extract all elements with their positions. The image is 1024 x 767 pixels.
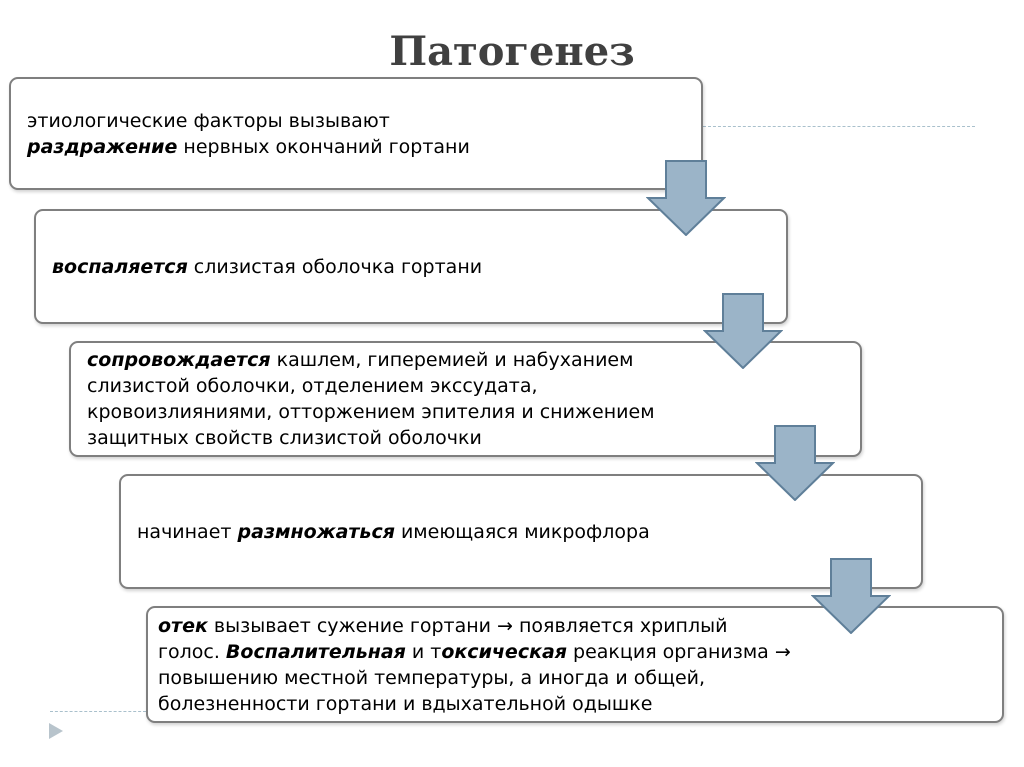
emphasis-text: оксическая <box>441 640 567 663</box>
emphasis-text: воспаляется <box>52 255 188 278</box>
emphasis-text: Воспалительная <box>225 640 406 663</box>
body-text: вызывает сужение гортани → появляется хр… <box>207 614 728 637</box>
step-box-1: этиологические факторы вызывают раздражен… <box>9 77 703 190</box>
step-text-2: воспаляется слизистая оболочка гортани <box>52 254 482 280</box>
step-text-3: сопровождается кашлем, гиперемией и набу… <box>87 347 655 451</box>
body-text: этиологические факторы вызывают <box>27 109 390 132</box>
down-arrow-icon <box>755 425 835 501</box>
step-box-3: сопровождается кашлем, гиперемией и набу… <box>69 341 862 457</box>
body-text: кровоизлияниями, отторжением эпителия и … <box>87 401 655 423</box>
body-text: реакция организма → <box>567 640 791 663</box>
top-dashed-rule <box>703 126 975 127</box>
emphasis-text: раздражение <box>27 135 178 158</box>
body-text: имеющаяся микрофлора <box>394 520 650 543</box>
down-arrow-icon <box>811 558 891 634</box>
body-text: кашлем, гиперемией и набуханием <box>270 349 634 371</box>
step-text-5: отек вызывает сужение гортани → появляет… <box>158 613 791 717</box>
step-box-5: отек вызывает сужение гортани → появляет… <box>146 606 1004 723</box>
body-text: повышению местной температуры, а иногда … <box>158 666 706 689</box>
down-arrow-icon <box>703 293 783 369</box>
body-text: и т <box>405 640 442 663</box>
step-text-1: этиологические факторы вызывают раздражен… <box>27 108 470 160</box>
page-title: Патогенез <box>389 28 635 75</box>
emphasis-text: отек <box>158 614 208 637</box>
body-text: голос. <box>158 640 226 663</box>
body-text: защитных свойств слизистой оболочки <box>87 427 482 449</box>
body-text: слизистой оболочки, отделением экссудата… <box>87 375 538 397</box>
play-triangle-icon <box>49 723 63 739</box>
step-text-4: начинает размножаться имеющаяся микрофло… <box>137 519 650 545</box>
emphasis-text: сопровождается <box>87 349 271 371</box>
body-text: начинает <box>137 520 238 543</box>
body-text: болезненности гортани и вдыхательной оды… <box>158 692 653 715</box>
down-arrow-icon <box>646 160 726 236</box>
bottom-dashed-rule <box>50 711 146 712</box>
step-box-4: начинает размножаться имеющаяся микрофло… <box>119 474 923 589</box>
body-text: нервных окончаний гортани <box>177 135 470 158</box>
emphasis-text: размножаться <box>237 520 395 543</box>
step-box-2: воспаляется слизистая оболочка гортани <box>34 209 788 324</box>
body-text: слизистая оболочка гортани <box>187 255 483 278</box>
